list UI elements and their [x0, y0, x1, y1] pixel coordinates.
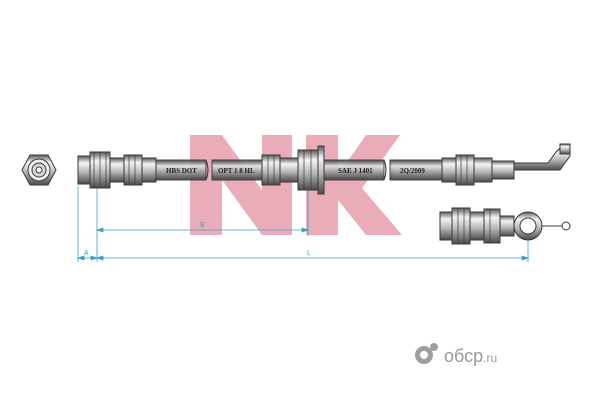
hose-assembly: HBS DOT OPT 1 8 HL SAE J 1401 2Q/2009: [77, 143, 571, 195]
dimension-l-label: L: [307, 250, 311, 257]
middle-clamp: [261, 145, 325, 195]
watermark-prefix: обср: [444, 346, 483, 366]
hose-marking-2: OPT 1 8 HL: [218, 167, 255, 175]
watermark-suffix: .ru: [483, 351, 497, 365]
fitting-end-view: [21, 154, 57, 186]
hose-marking-4: 2Q/2009: [400, 167, 425, 175]
watermark-text: обср.ru: [444, 346, 497, 366]
right-fitting: [441, 143, 571, 186]
dimension-a-label: A: [84, 250, 89, 257]
hose-segment-1: [155, 159, 207, 181]
hose-marking-1: HBS DOT: [166, 167, 197, 175]
left-fitting: [77, 151, 157, 189]
hose-marking-3: SAE J 1401: [338, 167, 373, 175]
nk-logo: NK: [190, 135, 402, 235]
watermark-logo-icon: [415, 343, 438, 364]
watermark: обср.ru: [415, 343, 497, 366]
dimension-lines: [76, 186, 530, 262]
banjo-end-view: [439, 207, 571, 245]
dimension-b-label: B: [200, 222, 205, 229]
hose-segment-3: [323, 159, 385, 181]
